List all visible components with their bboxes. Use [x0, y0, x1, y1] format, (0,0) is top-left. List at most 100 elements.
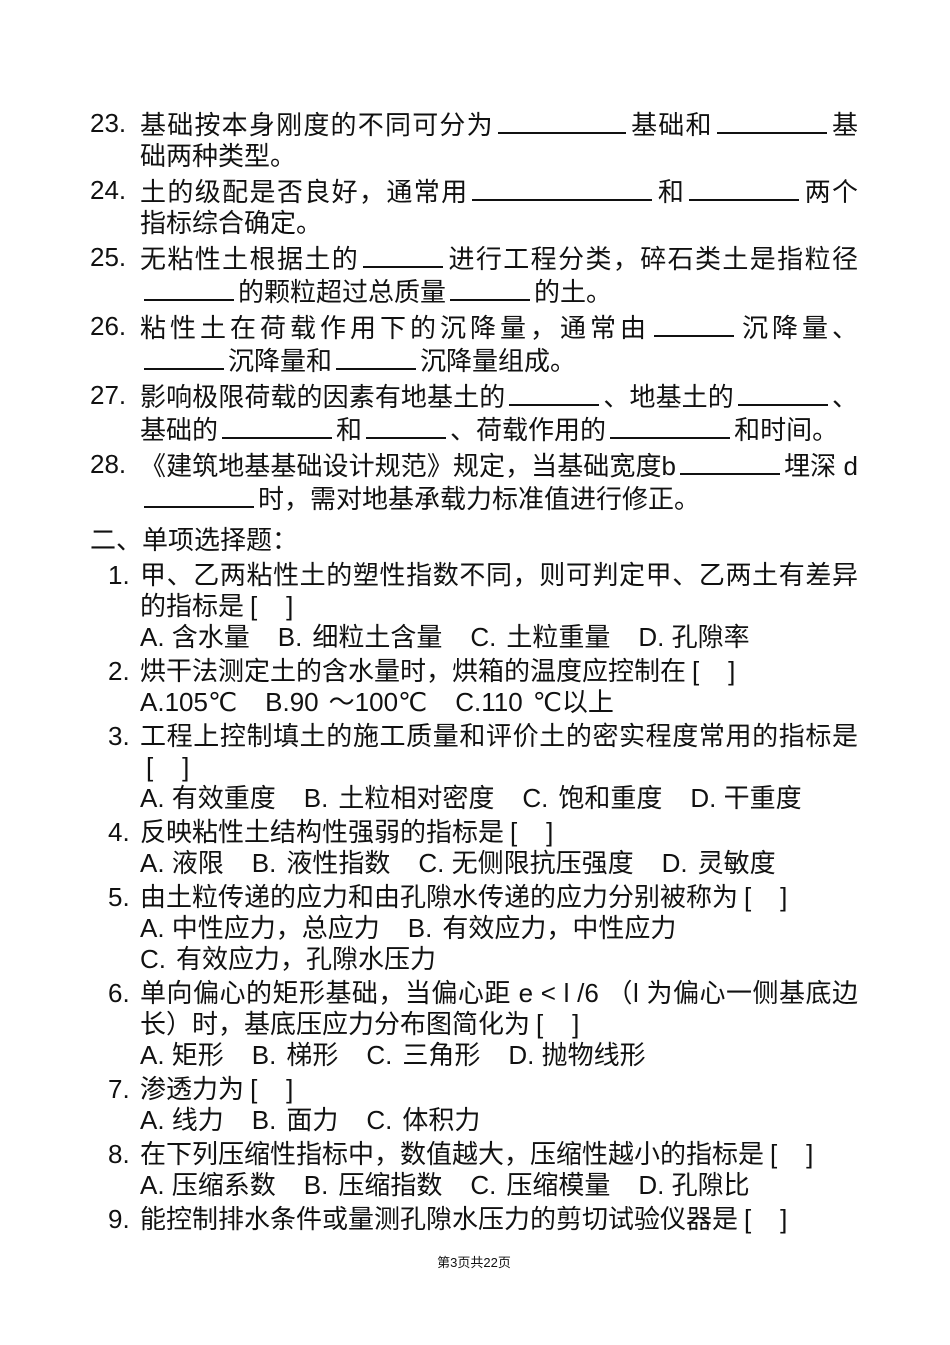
question-text: 基础和: [629, 110, 713, 140]
question-text: 两个指标综合确定。: [140, 177, 858, 238]
question-text: 基础两种类型。: [140, 110, 858, 171]
question-24: 24. 土的级配是否良好，通常用 和两个指标综合确定。: [90, 175, 858, 239]
option-c: 压缩模量: [506, 1170, 611, 1200]
answer-bracket: [ ]: [536, 1009, 580, 1039]
question-text: 烘干法测定土的含水量时，烘箱的温度应控制在: [140, 656, 687, 686]
answer-blank: [680, 449, 780, 475]
question-text: 侧基底边长）时，基底压应力分布图简化为: [140, 978, 858, 1039]
question-text: 力: [192, 1074, 219, 1104]
answer-blank: [336, 344, 417, 370]
option-b-label: B.: [277, 622, 303, 652]
question-text: 《建筑地基基础设计规范》规定，当基础宽度: [140, 451, 662, 481]
option-a: A. 矩形: [140, 1040, 224, 1070]
option-b: 土粒相对密度: [338, 783, 495, 813]
question-number: 1.: [108, 560, 130, 590]
answer-blank: [144, 482, 254, 508]
question-text: 地基土的: [629, 382, 734, 412]
option-b: 液性指数: [286, 848, 391, 878]
question-text: 反映粘性土结构性强弱的指标是: [140, 817, 505, 847]
option-b-label: B.: [251, 848, 277, 878]
question-text: 工程上控制填土的施工质量和评价土的密实程度常: [140, 721, 726, 751]
question-text: 两土有差异的指标是: [140, 560, 858, 621]
answer-bracket: [ ]: [770, 1139, 814, 1169]
question-number: 7.: [108, 1074, 130, 1104]
option-b: 梯形: [286, 1040, 339, 1070]
option-a: A. 线力: [140, 1105, 224, 1135]
answer-blank: [610, 413, 731, 439]
question-text: 是: [712, 1204, 739, 1234]
option-b: 压缩指数: [338, 1170, 443, 1200]
question-number: 28.: [90, 449, 127, 479]
question-number: 26.: [90, 311, 127, 341]
answer-bracket: [ ]: [510, 817, 554, 847]
question-text: 和: [336, 415, 363, 445]
question-number: 25.: [90, 242, 127, 272]
question-9: 9. 能控制排水条件或量测孔隙水压力的剪切试验仪器是[ ]: [90, 1204, 858, 1235]
question-25: 25. 无粘性土根据土的进行工程分类，碎石类土是指粒径的颗粒超过总质量的土。: [90, 242, 858, 308]
option-d: 灵敏度: [697, 848, 776, 878]
answer-blank: [144, 275, 234, 301]
question-text: 为: [712, 882, 739, 912]
answer-blank: [363, 242, 444, 268]
question-number: 6.: [108, 978, 130, 1008]
option-a: A.105℃: [140, 687, 238, 717]
question-text: 和: [734, 415, 761, 445]
answer-bracket: [ ]: [250, 1074, 294, 1104]
option-c: ℃以上: [532, 687, 614, 717]
option-b: 有效应力，: [442, 913, 573, 943]
option-c-label: C.: [522, 783, 549, 813]
question-text: 时间。: [760, 415, 839, 445]
option-b: ～100℃: [328, 687, 428, 717]
option-b-label: B.90: [265, 687, 319, 717]
question-text: 沉降量组成。: [420, 346, 577, 376]
answer-blank: [366, 413, 447, 439]
page-number: 第3页共22页: [437, 1255, 511, 1270]
answer-bracket: [ ]: [692, 656, 736, 686]
question-text: 单向偏心的矩形基础，当偏心距 e < l /6 （l 为偏心一: [140, 978, 753, 1008]
question-text: 、: [831, 382, 858, 412]
question-text: 影响极限荷载的因素有地基土的: [140, 382, 506, 412]
question-text: 无粘性土根据土的: [140, 244, 360, 274]
question-number: 24.: [90, 175, 127, 205]
answer-blank: [689, 175, 800, 201]
option-b-label: B.: [251, 1040, 277, 1070]
option-c: 体积力: [402, 1105, 481, 1135]
question-text: 是指粒径: [749, 244, 858, 274]
question-text: 透: [166, 1074, 193, 1104]
question-7: 7. 渗透力为[ ] A. 线力 B.面力 C.体积力: [90, 1074, 858, 1136]
question-text: b: [661, 451, 676, 481]
answer-blank: [497, 108, 626, 134]
question-text: 、荷载作用的: [450, 415, 607, 445]
question-text: 在下列压缩性指标中，数值越大，压缩性越小的指: [140, 1139, 713, 1169]
answer-bracket: [ ]: [146, 752, 190, 782]
option-c: 三角形: [402, 1040, 481, 1070]
question-text: 沉降量和: [228, 346, 333, 376]
option-b-label: B.: [303, 783, 329, 813]
question-text: 进行工程分类，碎石类土: [447, 244, 750, 274]
question-text: 和: [656, 177, 686, 207]
question-text: 土的级配是否良好，通常用: [140, 177, 469, 207]
option-c: C. 无侧限抗压强度: [418, 848, 634, 878]
answer-bracket: [ ]: [744, 882, 788, 912]
option-c: 有效应力，孔隙水压力: [176, 944, 437, 974]
question-text: 为: [218, 1074, 245, 1104]
question-text: 值进行修正。: [544, 484, 701, 514]
option-d: D. 抛物线形: [508, 1040, 646, 1070]
question-number: 3.: [108, 721, 130, 751]
question-number: 5.: [108, 882, 130, 912]
option-c: 饱和重度: [558, 783, 663, 813]
question-number: 27.: [90, 380, 127, 410]
answer-blank: [716, 108, 827, 134]
answer-bracket: [ ]: [250, 591, 294, 621]
option-b-cont: 中性应力: [572, 913, 677, 943]
answer-blank: [737, 380, 828, 406]
option-c-label: C.: [366, 1105, 393, 1135]
question-text: 基: [140, 415, 167, 445]
option-d-label: D.: [661, 848, 688, 878]
question-3: 3. 工程上控制填土的施工质量和评价土的密实程度常用的指标是[ ] A. 有效重…: [90, 721, 858, 814]
question-number: 4.: [108, 817, 130, 847]
question-number: 2.: [108, 656, 130, 686]
question-number: 9.: [108, 1204, 130, 1234]
